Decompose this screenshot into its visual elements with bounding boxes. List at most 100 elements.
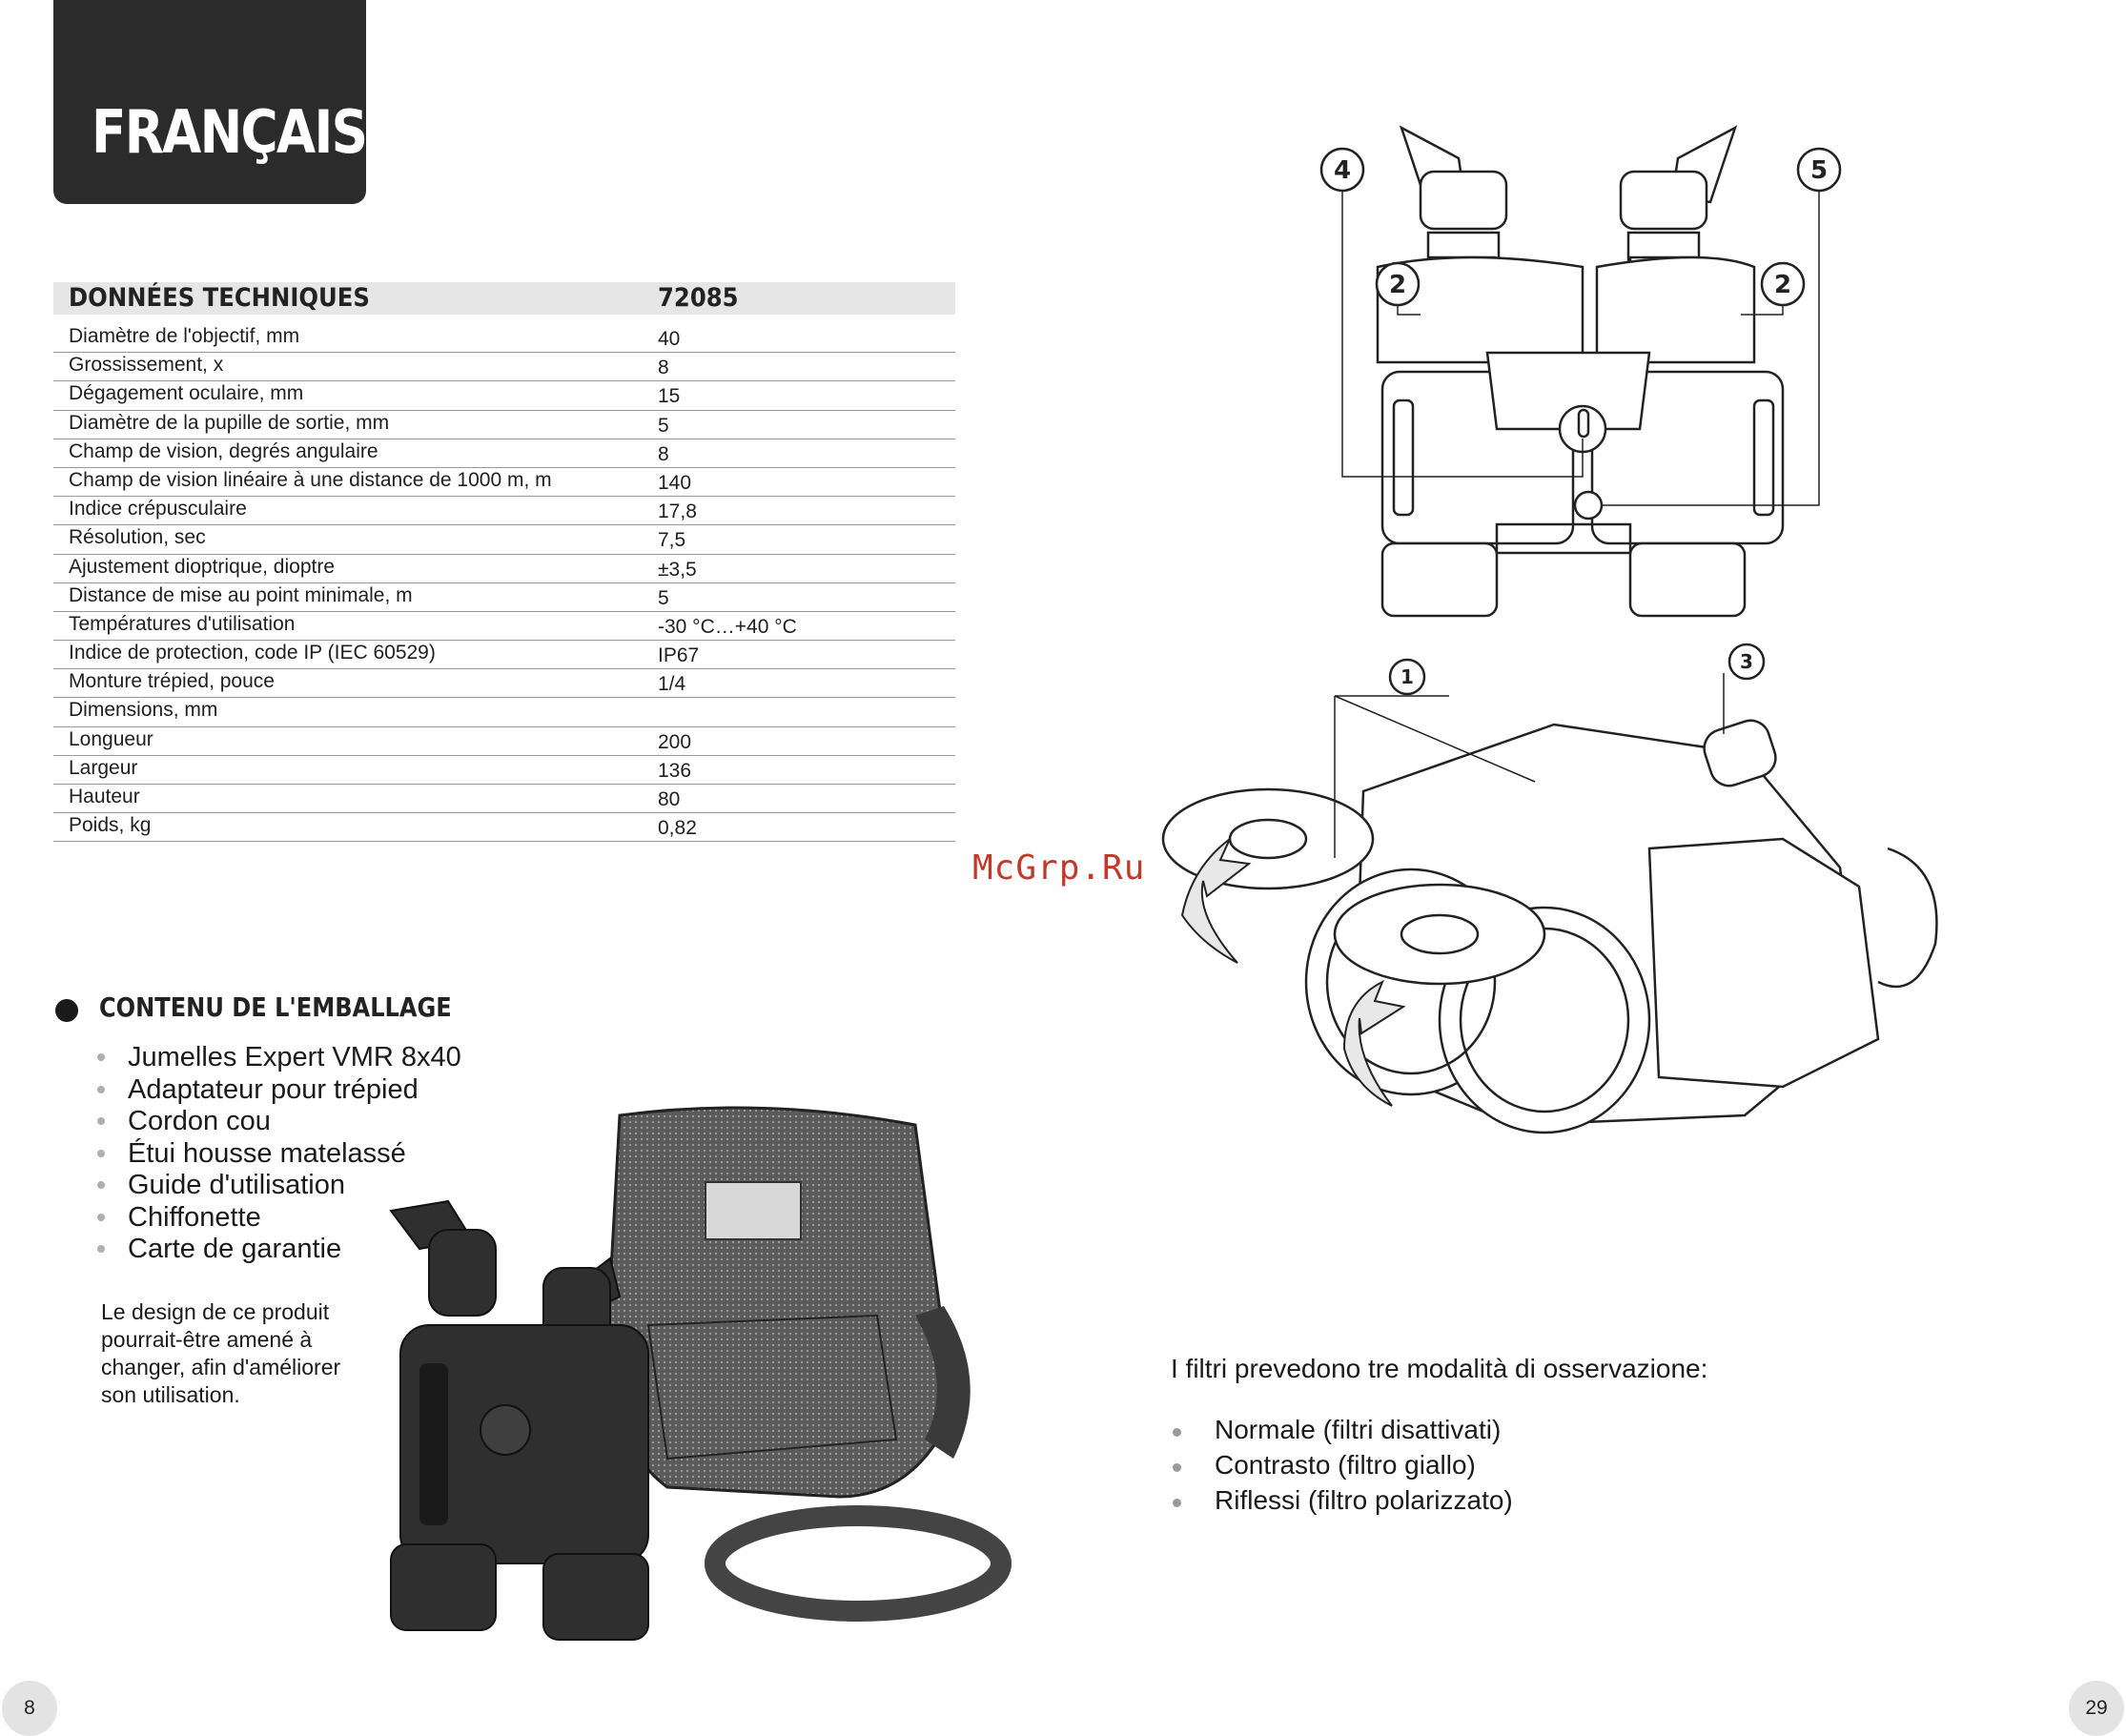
design-note-line: Le design de ce produit xyxy=(101,1299,330,1324)
binoculars-front-diagram: 4 5 2 2 xyxy=(1319,125,1842,618)
spec-label: Poids, kg xyxy=(69,814,152,837)
spec-value: 7,5 xyxy=(658,529,686,552)
table-row: Températures d'utilisation-30 °C…+40 °C xyxy=(53,612,955,642)
page-number-right: 29 xyxy=(2069,1681,2124,1736)
list-item: Cordon cou xyxy=(95,1106,461,1138)
list-item: Adaptateur pour trépied xyxy=(95,1074,461,1107)
list-item: Riflessi (filtro polarizzato) xyxy=(1171,1485,1513,1521)
neck-strap-icon xyxy=(705,1505,1012,1622)
spec-value: ±3,5 xyxy=(658,558,697,581)
callout-2-left: 2 xyxy=(1389,271,1406,299)
table-row: Largeur 136 xyxy=(53,756,955,785)
bullet-icon xyxy=(97,1117,105,1125)
design-note-line: pourrait-être amené à xyxy=(101,1327,313,1352)
focus-wheel-icon xyxy=(1703,719,1777,787)
callout-1: 1 xyxy=(1400,665,1414,688)
bullet-icon xyxy=(97,1149,105,1157)
callout-3: 3 xyxy=(1740,650,1753,673)
list-item-text: Cordon cou xyxy=(128,1106,271,1136)
flip-cap-left-icon xyxy=(1161,787,1375,890)
design-note: Le design de ce produit pourrait-être am… xyxy=(101,1298,387,1409)
list-item: Étui housse matelassé xyxy=(95,1138,461,1171)
list-item-text: Normale (filtri disattivati) xyxy=(1215,1415,1502,1444)
table-row: Ajustement dioptrique, dioptre±3,5 xyxy=(53,555,955,583)
eyecup-side-icon xyxy=(1877,847,1938,989)
table-row: Poids, kg 0,82 xyxy=(53,813,955,843)
filters-list: Normale (filtri disattivati) Contrasto (f… xyxy=(1171,1415,1513,1521)
spec-label: Dégagement oculaire, mm xyxy=(69,382,304,405)
table-row: Dimensions, mm xyxy=(53,698,955,727)
list-item-text: Jumelles Expert VMR 8x40 xyxy=(128,1042,461,1072)
watermark: McGrp.Ru xyxy=(972,848,1146,888)
table-row: Champ de vision linéaire à une distance … xyxy=(53,468,955,498)
spec-label: Indice de protection, code IP (IEC 60529… xyxy=(69,642,436,664)
list-item-text: Étui housse matelassé xyxy=(128,1137,406,1169)
bullet-icon xyxy=(97,1181,105,1189)
spec-label: Hauteur xyxy=(69,786,140,807)
spec-label: Champ de vision linéaire à une distance … xyxy=(69,468,552,491)
bullet-icon xyxy=(1173,1499,1181,1507)
spec-value: 140 xyxy=(658,471,692,494)
list-item-text: Carte de garantie xyxy=(128,1234,342,1264)
bullet-icon xyxy=(97,1085,105,1093)
table-row: Dégagement oculaire, mm 15 xyxy=(53,381,955,411)
spec-value: 5 xyxy=(658,414,669,437)
table-row: Résolution, sec 7,5 xyxy=(53,525,955,555)
spec-value: 200 xyxy=(658,730,692,753)
list-item: Jumelles Expert VMR 8x40 xyxy=(95,1042,461,1074)
spec-value: 15 xyxy=(658,385,681,408)
spec-label: Largeur xyxy=(69,756,138,779)
table-row: Champ de vision, degrés angulaire 8 xyxy=(53,439,955,468)
list-item: Carte de garantie xyxy=(95,1234,461,1266)
spec-value: 136 xyxy=(658,759,692,782)
spec-label: Longueur xyxy=(69,727,153,750)
spec-label: Diamètre de l'objectif, mm xyxy=(69,325,300,347)
callout-2-right: 2 xyxy=(1774,271,1791,299)
bullet-icon xyxy=(97,1053,105,1061)
table-row: Monture trépied, pouce 1/4 xyxy=(53,669,955,699)
spec-value: 17,8 xyxy=(658,500,697,523)
language-tab: FRANÇAIS xyxy=(53,0,368,204)
spec-value: 5 xyxy=(658,586,669,609)
callout-4: 4 xyxy=(1334,156,1351,185)
list-item-text: Adaptateur pour trépied xyxy=(128,1073,419,1105)
binoculars-side-diagram: 1 3 xyxy=(1161,643,1938,1134)
spec-label: Monture trépied, pouce xyxy=(69,670,275,693)
spec-value: IP67 xyxy=(658,644,700,667)
table-row: Longueur 200 xyxy=(53,727,955,756)
spec-value: 1/4 xyxy=(658,673,686,696)
spec-label: Grossissement, x xyxy=(69,354,224,377)
list-item: Normale (filtri disattivati) xyxy=(1171,1415,1513,1450)
spec-value: 8 xyxy=(658,442,669,465)
bullet-icon xyxy=(97,1213,105,1221)
design-note-line: son utilisation. xyxy=(101,1382,240,1407)
list-item: Chiffonette xyxy=(95,1202,461,1235)
table-row: Hauteur 80 xyxy=(53,785,955,814)
right-eyepiece xyxy=(1619,170,1708,231)
specs-title: DONNÉES TECHNIQUES xyxy=(69,283,370,313)
spec-value: 80 xyxy=(658,788,681,810)
list-item-text: Contrasto (filtro giallo) xyxy=(1215,1450,1476,1480)
package-contents-photo xyxy=(389,1106,1012,1641)
table-row: Distance de mise au point minimale, m 5 xyxy=(53,583,955,612)
spec-label: Résolution, sec xyxy=(69,526,206,549)
rotate-arrow-left-icon xyxy=(1180,838,1252,964)
case-label-window xyxy=(705,1181,802,1240)
list-item: Contrasto (filtro giallo) xyxy=(1171,1450,1513,1485)
table-row: Indice de protection, code IP (IEC 60529… xyxy=(53,641,955,670)
list-item-text: Guide d'utilisation xyxy=(128,1170,346,1200)
tripod-socket-icon xyxy=(1573,490,1604,521)
specs-model: 72085 xyxy=(658,283,739,313)
specs-header: DONNÉES TECHNIQUES 72085 xyxy=(53,282,955,315)
spec-label: Champ de vision, degrés angulaire xyxy=(69,439,378,462)
spec-label: Distance de mise au point minimale, m xyxy=(69,583,413,606)
callout-5: 5 xyxy=(1810,156,1828,185)
list-item: Guide d'utilisation xyxy=(95,1170,461,1202)
design-note-line: changer, afin d'améliorer xyxy=(101,1355,341,1379)
language-label: FRANÇAIS xyxy=(92,97,368,167)
spec-value: 0,82 xyxy=(658,817,697,840)
